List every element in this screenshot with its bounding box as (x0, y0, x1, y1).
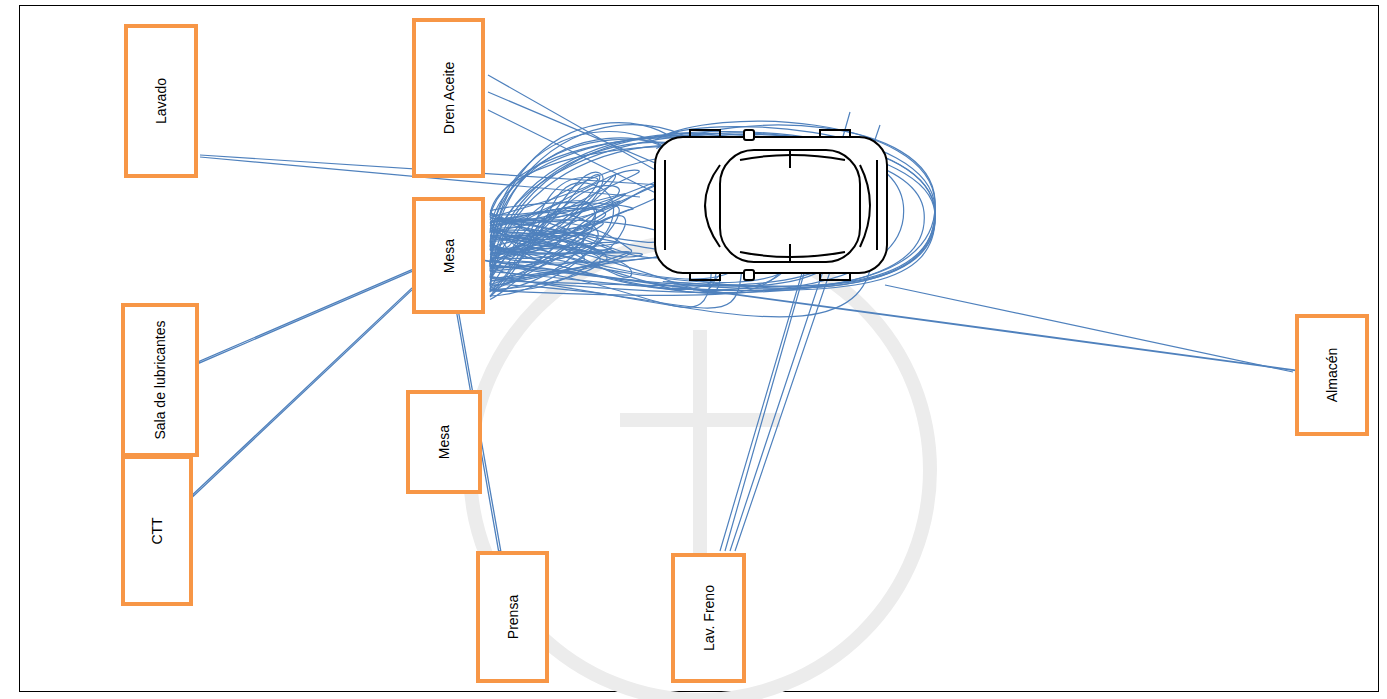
station-label: Almacén (1324, 323, 1340, 427)
station-label: Mesa (440, 206, 456, 305)
car-illustration (655, 130, 887, 280)
station-label: Sala de lubricantes (152, 312, 168, 448)
travel-path (490, 133, 904, 296)
travel-paths (200, 75, 1293, 551)
station-box: Sala de lubricantes (121, 303, 199, 457)
table-box: Mesa (412, 197, 485, 314)
station-box: Lav. Freno (671, 553, 746, 683)
station-label: Dren Aceite (440, 27, 456, 169)
travel-path (490, 218, 680, 289)
travel-path (885, 285, 1293, 372)
travel-path (720, 112, 880, 551)
watermark-logo (470, 240, 930, 699)
station-label: Mesa (436, 399, 452, 485)
travel-connector (193, 288, 412, 497)
station-label: Lav. Freno (700, 562, 716, 674)
station-box: Dren Aceite (412, 18, 485, 178)
station-label: Prensa (504, 560, 520, 674)
table-box: Mesa (406, 390, 482, 494)
station-label: Lavado (153, 33, 169, 169)
station-box: CTT (121, 455, 193, 606)
station-box: Almacén (1295, 314, 1369, 436)
station-label: CTT (149, 464, 165, 597)
travel-path (656, 121, 936, 286)
station-box: Lavado (124, 24, 198, 178)
travel-connector (199, 270, 412, 364)
travel-connector (485, 260, 1295, 370)
travel-path (654, 132, 935, 291)
station-box: Prensa (476, 551, 549, 683)
